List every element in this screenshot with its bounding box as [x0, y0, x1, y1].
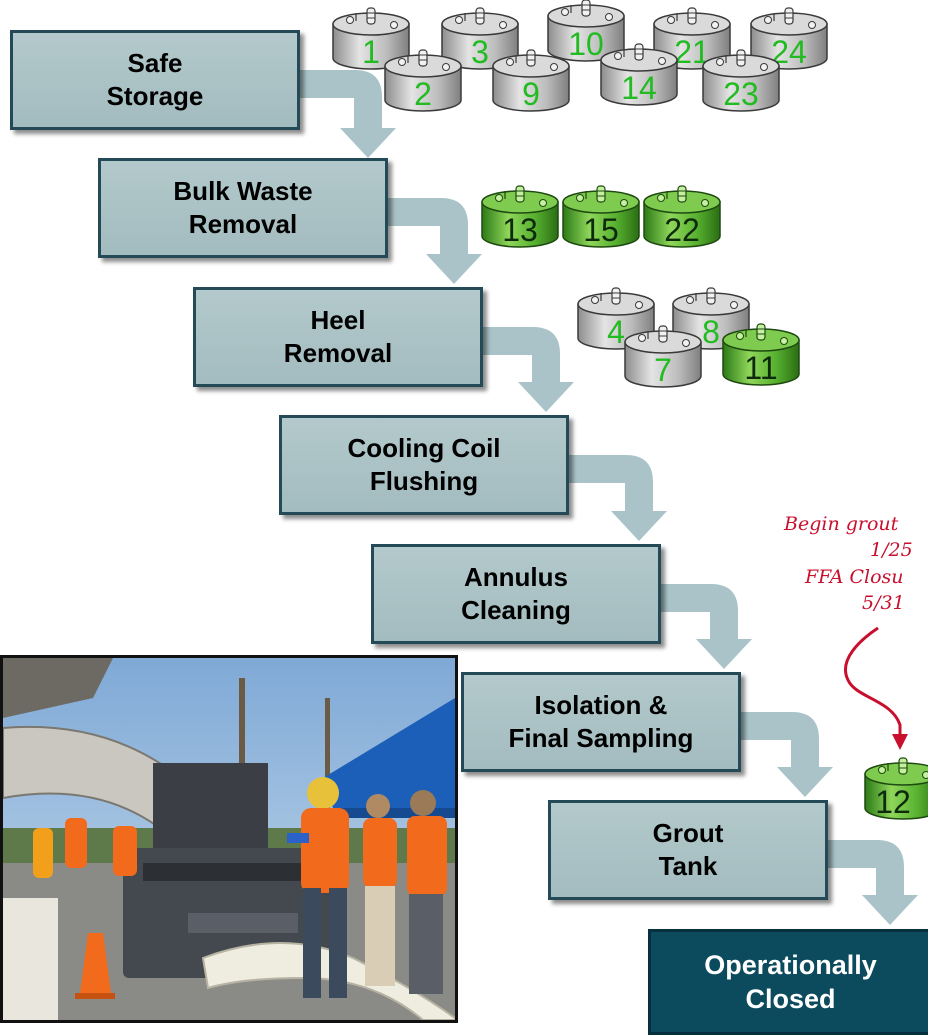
tank-15: 15	[560, 180, 642, 250]
tank-number: 11	[744, 350, 778, 386]
annotation-date-2: 5/31	[862, 592, 905, 614]
tank-number: 7	[654, 352, 672, 388]
tank-number: 3	[471, 34, 489, 70]
arrow-annulus-to-isolation	[660, 584, 752, 669]
tank-2: 2	[382, 44, 464, 114]
arrow-isolation-to-grout	[738, 712, 833, 797]
tank-number: 13	[502, 212, 538, 248]
arrow-bulk-to-heel	[384, 198, 482, 284]
tank-3: 3	[439, 2, 521, 72]
tank-number: 23	[723, 76, 759, 112]
stage-heel-removal: Heel Removal	[193, 287, 483, 387]
tank-7: 7	[622, 320, 704, 390]
tank-number: 15	[583, 212, 619, 248]
stage-cooling-coil-flushing: Cooling Coil Flushing	[279, 415, 569, 515]
tank-number: 9	[522, 76, 540, 112]
annotation-date-1: 1/25	[870, 539, 913, 561]
tank-number: 14	[621, 70, 657, 106]
stage-bulk-waste-removal: Bulk Waste Removal	[98, 158, 388, 258]
tank-number: 1	[362, 34, 380, 70]
tank-number: 22	[664, 212, 700, 248]
tank-number: 12	[875, 784, 911, 820]
arrow-cooling-to-annulus	[569, 455, 667, 541]
tank-13: 13	[479, 180, 561, 250]
stage-isolation-final-sampling: Isolation & Final Sampling	[461, 672, 741, 772]
tank-8: 8	[670, 282, 752, 352]
annotation-ffa-closure: FFA Closu	[805, 566, 904, 588]
tank-1: 1	[330, 2, 412, 72]
tank-14: 14	[598, 38, 680, 108]
tank-12: 12	[862, 752, 928, 822]
tank-number: 10	[568, 26, 604, 62]
tank-4: 4	[575, 282, 657, 352]
tank-number: 2	[414, 76, 432, 112]
tank-22: 22	[641, 180, 723, 250]
annotation-begin-grout: Begin grout	[784, 513, 899, 535]
grout-crew-photo	[0, 655, 458, 1023]
stage-safe-storage: Safe Storage	[10, 30, 300, 130]
arrow-heel-to-cooling	[476, 327, 574, 412]
tank-9: 9	[490, 44, 572, 114]
arrow-safe-to-bulk	[298, 70, 396, 158]
grout-pump-crew-photo-icon	[3, 658, 455, 1020]
tank-10: 10	[545, 0, 627, 64]
tank-number: 4	[607, 314, 625, 350]
stage-operationally-closed: Operationally Closed	[648, 929, 928, 1035]
tank-23: 23	[700, 44, 782, 114]
tank-11: 11	[720, 318, 802, 388]
arrow-grout-to-closed	[826, 840, 918, 925]
stage-annulus-cleaning: Annulus Cleaning	[371, 544, 661, 644]
tank-number: 8	[702, 314, 720, 350]
stage-grout-tank: Grout Tank	[548, 800, 828, 900]
